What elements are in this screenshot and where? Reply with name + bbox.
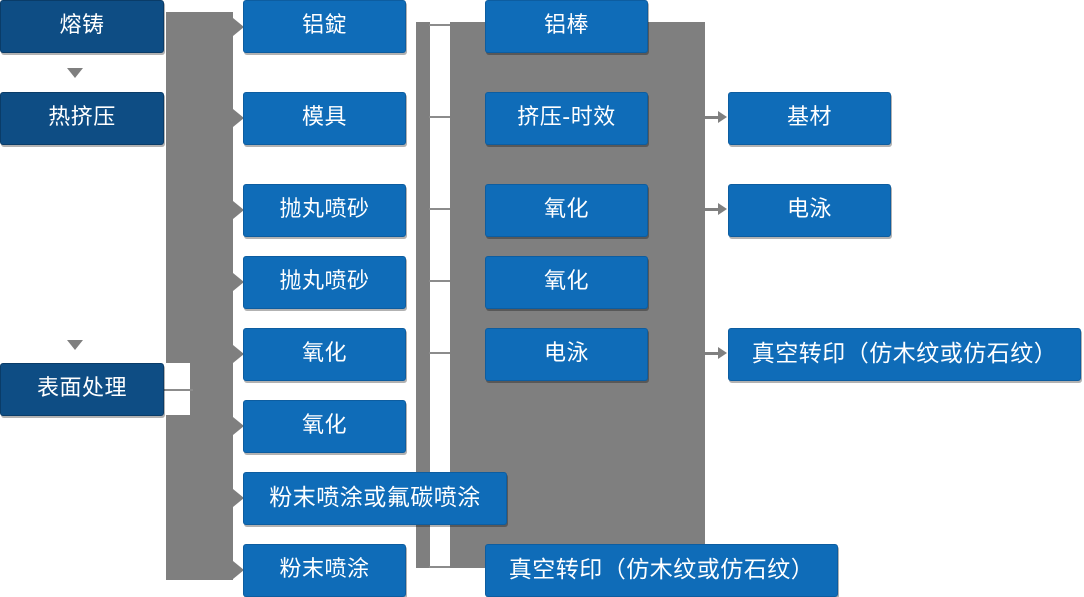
connector-rail-narrow xyxy=(416,22,430,568)
node-label: 模具 xyxy=(301,105,347,131)
arrow-shaft xyxy=(705,352,719,355)
node-oxidation-3[interactable]: 氧化 xyxy=(485,184,648,237)
arrow-to-vacuum-transfer xyxy=(705,347,728,359)
node-label: 熔铸 xyxy=(59,13,105,39)
stage-surface-treatment-connector xyxy=(163,389,193,391)
arrow-tip-to-aluminium-ingot xyxy=(233,18,244,36)
node-label: 电泳 xyxy=(786,197,832,223)
arrow-to-electrophoresis xyxy=(705,203,728,215)
arrow-tip-to-oxidation-1 xyxy=(233,345,244,363)
node-label: 基材 xyxy=(786,105,832,131)
node-label: 粉末喷涂或氟碳喷涂 xyxy=(269,484,481,511)
node-electrophoresis-2[interactable]: 电泳 xyxy=(728,184,891,237)
arrow-to-base-material xyxy=(705,111,728,123)
node-label: 挤压-时效 xyxy=(517,105,616,131)
node-mould[interactable]: 模具 xyxy=(243,92,406,145)
node-label: 真空转印（仿木纹或仿石纹） xyxy=(508,556,815,583)
node-label: 电泳 xyxy=(543,341,589,367)
arrow-tip-to-powder-or-pvdf-spray xyxy=(233,489,244,507)
node-oxidation-2[interactable]: 氧化 xyxy=(243,400,406,453)
node-shot-blasting-2[interactable]: 抛丸喷砂 xyxy=(243,256,406,309)
node-label: 铝棒 xyxy=(543,13,589,39)
node-label: 氧化 xyxy=(301,413,347,439)
node-vacuum-transfer[interactable]: 真空转印（仿木纹或仿石纹） xyxy=(728,328,1081,381)
node-powder-spray[interactable]: 粉末喷涂 xyxy=(243,544,406,597)
node-powder-or-pvdf-spray[interactable]: 粉末喷涂或氟碳喷涂 xyxy=(243,472,507,525)
rail-link-5 xyxy=(429,352,451,354)
rail-link-2 xyxy=(429,116,451,118)
rail-link-3 xyxy=(429,208,451,210)
node-melt-cast[interactable]: 熔铸 xyxy=(0,0,164,53)
arrow-tip-to-shot-blasting-2 xyxy=(233,273,244,291)
node-label: 热挤压 xyxy=(48,105,116,131)
node-label: 抛丸喷砂 xyxy=(279,197,370,223)
node-label: 氧化 xyxy=(301,341,347,367)
node-label: 表面处理 xyxy=(36,376,127,402)
node-label: 真空转印（仿木纹或仿石纹） xyxy=(751,340,1058,367)
arrow-shaft xyxy=(705,208,719,211)
node-hot-extrusion[interactable]: 热挤压 xyxy=(0,92,164,145)
arrow-shaft xyxy=(705,116,719,119)
rail-link-6 xyxy=(429,566,451,568)
rail-link-1 xyxy=(429,24,451,26)
node-label: 粉末喷涂 xyxy=(279,557,370,583)
node-electrophoresis-1[interactable]: 电泳 xyxy=(485,328,648,381)
arrow-tip-to-oxidation-2 xyxy=(233,417,244,435)
node-oxidation-1[interactable]: 氧化 xyxy=(243,328,406,381)
rail-link-4 xyxy=(429,280,451,282)
connector-band-stage-to-process xyxy=(166,12,233,580)
node-label: 氧化 xyxy=(543,197,589,223)
node-vacuum-transfer-bottom[interactable]: 真空转印（仿木纹或仿石纹） xyxy=(485,544,838,597)
node-shot-blasting-1[interactable]: 抛丸喷砂 xyxy=(243,184,406,237)
node-oxidation-4[interactable]: 氧化 xyxy=(485,256,648,309)
arrow-surface-treatment-down xyxy=(67,340,83,350)
arrow-tip-to-shot-blasting-1 xyxy=(233,201,244,219)
arrow-head xyxy=(718,347,727,359)
arrow-head xyxy=(718,111,727,123)
arrow-head xyxy=(718,203,727,215)
node-surface-treatment[interactable]: 表面处理 xyxy=(0,363,164,416)
node-extrusion-aging[interactable]: 挤压-时效 xyxy=(485,92,648,145)
arrow-tip-to-powder-spray xyxy=(233,561,244,579)
arrow-tip-to-mould xyxy=(233,109,244,127)
node-label: 抛丸喷砂 xyxy=(279,269,370,295)
node-aluminium-bar[interactable]: 铝棒 xyxy=(485,0,648,53)
node-label: 铝錠 xyxy=(301,13,347,39)
arrow-melt-cast-down xyxy=(67,68,83,78)
node-base-material[interactable]: 基材 xyxy=(728,92,891,145)
node-label: 氧化 xyxy=(543,269,589,295)
node-aluminium-ingot[interactable]: 铝錠 xyxy=(243,0,406,53)
